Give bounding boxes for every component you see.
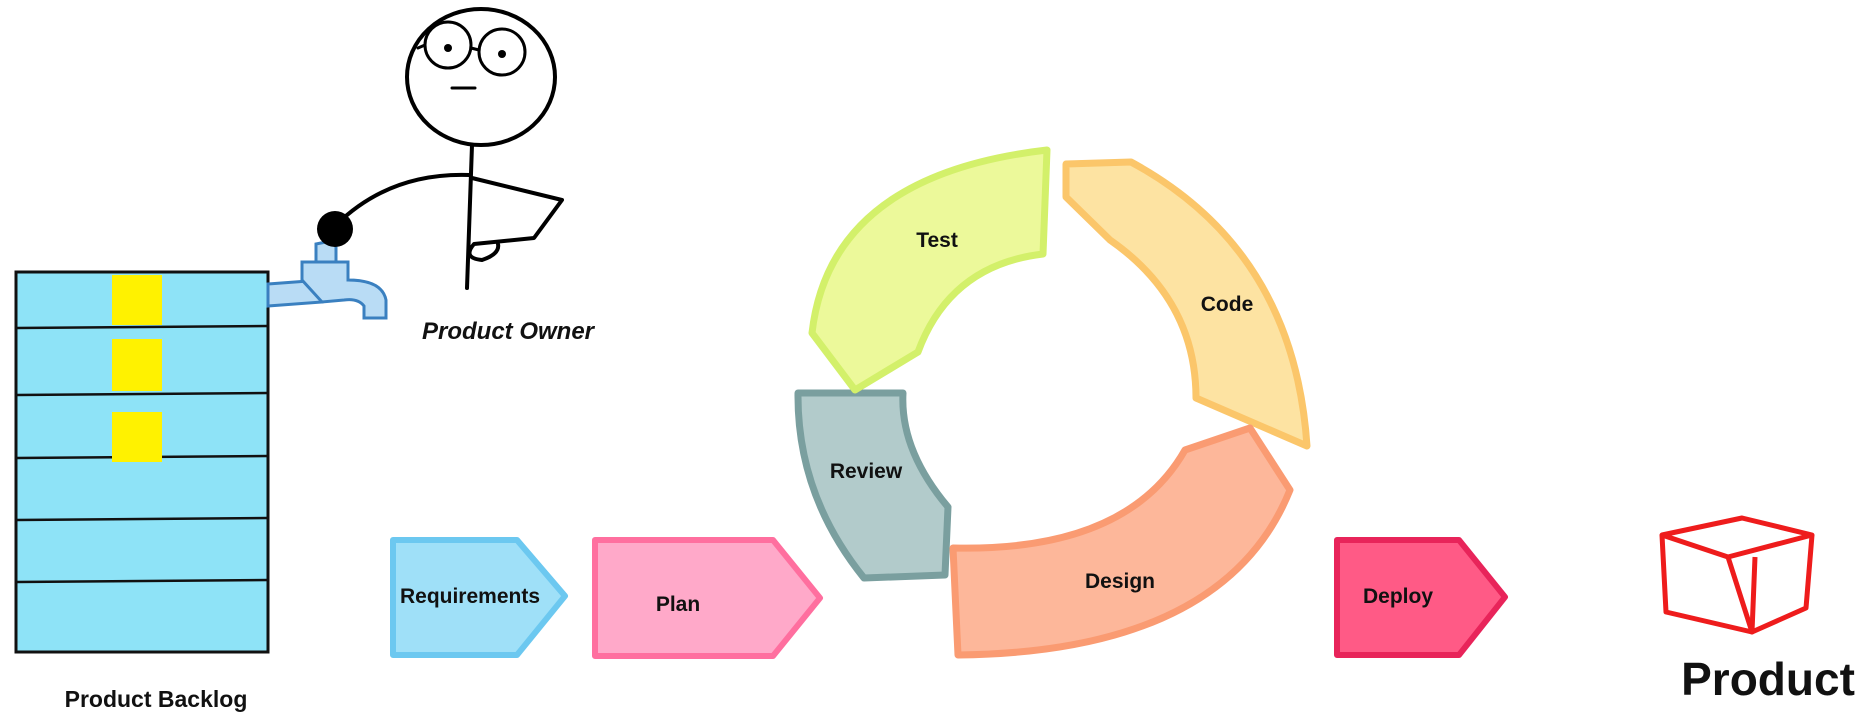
backlog-dividers [15, 324, 269, 584]
stick-figure-icon [334, 7, 564, 290]
product-label: Product [1681, 653, 1855, 705]
backlog-item-card [112, 275, 162, 325]
backlog-item-card [112, 412, 162, 462]
box-icon [1659, 515, 1815, 635]
faucet-icon [266, 211, 388, 320]
test-label: Test [916, 229, 958, 252]
plan-step: Plan [592, 537, 823, 659]
product-backlog-label: Product Backlog [65, 686, 248, 712]
requirements-label: Requirements [400, 585, 540, 608]
review-label: Review [830, 460, 903, 483]
design-step: Design [949, 424, 1294, 659]
code-step: Code [1062, 158, 1311, 450]
code-label: Code [1201, 293, 1254, 316]
plan-label: Plan [656, 593, 700, 616]
backlog-item-card [112, 339, 162, 391]
product-owner-label: Product Owner [422, 318, 596, 345]
product-backlog [14, 270, 270, 654]
requirements-step: Requirements [390, 537, 568, 658]
test-step: Test [808, 146, 1051, 394]
design-label: Design [1085, 570, 1155, 593]
deploy-label: Deploy [1363, 585, 1433, 608]
deploy-step: Deploy [1334, 537, 1508, 658]
review-step: Review [794, 389, 952, 582]
